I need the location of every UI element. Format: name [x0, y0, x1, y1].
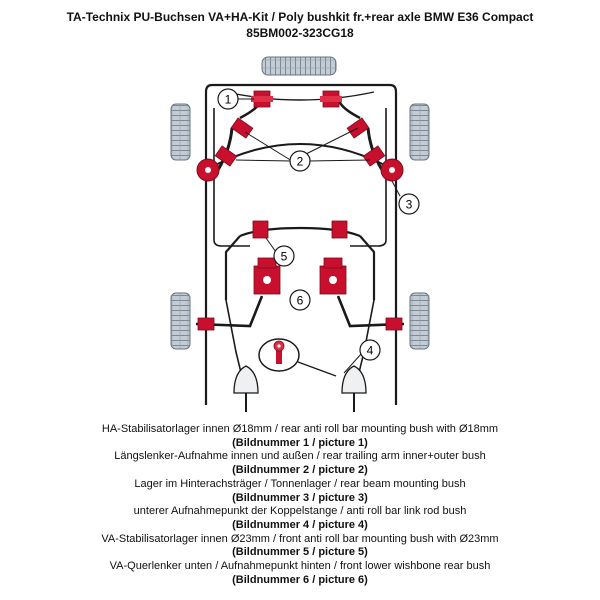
- callout-1: 1: [217, 88, 239, 110]
- bush-rear-beam-left: [196, 158, 220, 182]
- body-outline: [204, 83, 398, 405]
- bush-wishbone-rear-left: [253, 257, 281, 295]
- callout-5: 5: [273, 245, 295, 267]
- svg-text:5: 5: [281, 250, 288, 264]
- legend-desc-5: VA-Stabilisatorlager innen Ø23mm / front…: [101, 532, 499, 545]
- legend-ref-4: (Bildnummer 4 / picture 4): [232, 518, 368, 531]
- tire-front-left: [170, 292, 191, 350]
- bush-link-rod-left: [197, 317, 215, 331]
- callout-5-leader: [265, 237, 277, 253]
- bush-rear-beam-right: [380, 158, 404, 182]
- svg-text:3: 3: [406, 198, 413, 212]
- detail-pointer-line: [297, 361, 337, 377]
- legend-ref-3: (Bildnummer 3 / picture 3): [232, 491, 368, 504]
- part-number: 85BM002-323CG18: [246, 26, 354, 40]
- inner-subframe: [213, 108, 387, 247]
- bush-trailing-arm-inner-right: [346, 117, 370, 139]
- bush-front-arb-left: [252, 220, 269, 239]
- suspension-diagram: 1 2 3 4 5 6: [170, 56, 430, 412]
- legend-desc-4: unterer Aufnahmepunkt der Koppelstange /…: [133, 505, 467, 518]
- front-strut-right: [341, 365, 367, 412]
- detail-magnifier-circle: [258, 338, 300, 372]
- legend-ref-5: (Bildnummer 5 / picture 5): [232, 546, 368, 559]
- bush-link-rod-right: [385, 317, 403, 331]
- tire-rear-left: [170, 103, 191, 161]
- legend-ref-6: (Bildnummer 6 / picture 6): [232, 573, 368, 586]
- callout-3: 3: [398, 193, 420, 215]
- bush-front-arb-right: [331, 220, 348, 239]
- callout-4-leader: [343, 352, 363, 374]
- svg-text:6: 6: [297, 294, 304, 308]
- bush-trailing-arm-outer-right: [362, 145, 386, 167]
- legend-desc-3: Lager im Hinterachsträger / Tonnenlager …: [134, 477, 466, 490]
- callout-2: 2: [289, 150, 311, 172]
- bush-trailing-arm-outer-left: [214, 145, 238, 167]
- bush-rear-arb-right: [320, 90, 342, 108]
- svg-text:4: 4: [367, 344, 374, 358]
- legend-ref-2: (Bildnummer 2 / picture 2): [232, 464, 368, 477]
- front-anti-roll-bar: [224, 226, 376, 300]
- legend-desc-2: Längslenker-Aufnahme innen und außen / r…: [114, 450, 486, 463]
- callout-2-leader: [235, 127, 371, 162]
- legend-desc-6: VA-Querlenker unten / Aufnahmepunkt hint…: [109, 560, 491, 573]
- page-title: TA-Technix PU-Buchsen VA+HA-Kit / Poly b…: [66, 10, 534, 24]
- svg-text:1: 1: [225, 93, 232, 107]
- legend-desc-1: HA-Stabilisatorlager innen Ø18mm / rear …: [101, 423, 499, 435]
- callout-4: 4: [359, 339, 381, 361]
- front-strut-left: [233, 365, 259, 412]
- bush-wishbone-rear-right: [319, 257, 347, 295]
- svg-text:2: 2: [297, 155, 304, 169]
- bush-rear-arb-left: [251, 90, 273, 108]
- callout-3-leader: [391, 180, 401, 197]
- tire-front-right: [409, 292, 430, 350]
- parts-legend: HA-Stabilisatorlager innen Ø18mm / rear …: [0, 423, 600, 587]
- callout-6: 6: [289, 289, 311, 311]
- tire-rear-right: [409, 103, 430, 161]
- rear-tire-top: [261, 56, 337, 76]
- legend-ref-1: (Bildnummer 1 / picture 1): [232, 436, 368, 449]
- rear-crossmember: [225, 91, 375, 101]
